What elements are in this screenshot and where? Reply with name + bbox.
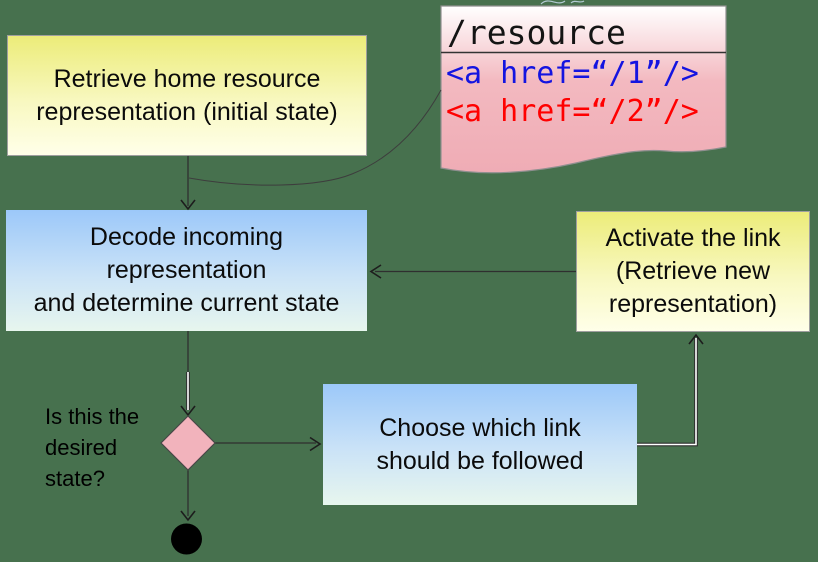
action-label-line: (Retrieve new <box>615 257 771 285</box>
decision-question-label: Is this the desired state? <box>45 401 139 494</box>
action-label-line: and determine current state <box>33 289 340 317</box>
decision-question-line: state? <box>45 466 105 491</box>
flow-activate-to-decode-arrowhead <box>369 264 382 279</box>
flow-decode-to-decision-arrowhead <box>180 405 196 417</box>
resource-document-title: /resource <box>447 13 626 52</box>
decision-diamond <box>160 415 216 471</box>
flow-choose-to-activate-core <box>637 338 697 446</box>
flow-decision-to-choose-arrowhead <box>309 436 322 452</box>
action-label-line: Retrieve home resource <box>53 64 321 93</box>
action-label-line: representation <box>106 256 267 284</box>
action-label-line: Activate the link <box>605 224 781 252</box>
final-node <box>171 523 202 555</box>
action-retrieve-home-resource: Retrieve home resource representation (i… <box>7 35 367 156</box>
action-decode-representation: Decode incoming representation and deter… <box>6 210 367 331</box>
action-label-line: should be followed <box>376 446 584 475</box>
decision-question-line: desired <box>45 435 118 460</box>
flow-choose-to-activate-arrowhead <box>688 333 704 345</box>
resource-document-code-line-1: <a href=“/1”/> <box>446 56 699 91</box>
action-label-line: representation) <box>608 290 778 318</box>
flow-decision-to-final-arrowhead <box>180 510 196 522</box>
object-flow-curve <box>188 89 442 186</box>
action-label-line: Choose which link <box>379 413 581 442</box>
flow-choose-to-activate-outline <box>637 338 698 447</box>
decision-question-line: Is this the <box>45 404 140 429</box>
action-label-line: representation (initial state) <box>36 97 338 126</box>
action-activate-link: Activate the link (Retrieve new represen… <box>576 211 810 332</box>
flow-retrieve-to-decode-arrowhead <box>180 199 196 211</box>
resource-document-shape <box>440 5 727 174</box>
cut-off-connector-squiggle <box>540 0 585 5</box>
action-choose-link: Choose which link should be followed <box>323 384 637 505</box>
action-label-line: Decode incoming <box>89 223 284 251</box>
resource-document-code-line-2: <a href=“/2”/> <box>446 94 699 129</box>
